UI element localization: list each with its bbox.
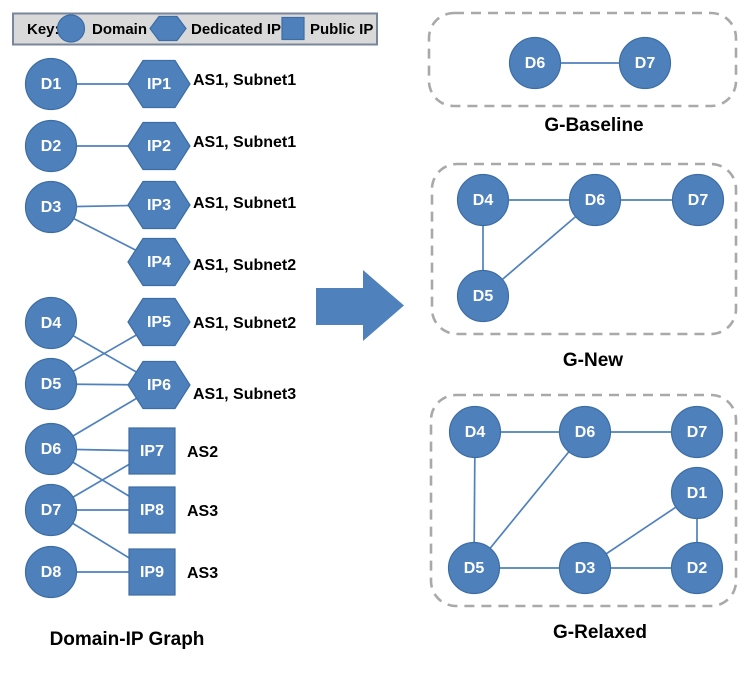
g-relaxed-node-d6 — [558, 405, 612, 459]
node-d6-label: D6 — [41, 441, 62, 458]
node-d8 — [24, 545, 78, 599]
node-d2-label: D2 — [41, 138, 62, 155]
g-new-node-d5-label: D5 — [473, 288, 494, 305]
g-baseline-box — [427, 11, 738, 108]
annotation-ip8: AS3 — [187, 503, 218, 520]
node-ip2-label: IP2 — [147, 138, 171, 155]
g-relaxed-node-d2 — [670, 541, 724, 595]
node-ip4 — [127, 237, 191, 287]
node-ip6 — [127, 360, 191, 410]
g-baseline-node-d6 — [508, 36, 562, 90]
node-ip7-label: IP7 — [140, 443, 164, 460]
node-ip1 — [127, 59, 191, 109]
node-ip3 — [127, 180, 191, 230]
legend-dedicated-ip-label: Dedicated IP — [191, 21, 281, 38]
g-relaxed-node-d6-label: D6 — [575, 424, 596, 441]
node-d4-label: D4 — [41, 315, 62, 332]
g-relaxed-graph: D4 D6 D7 D1 D5 D3 D2 G-Relaxed — [429, 393, 738, 643]
g-relaxed-box — [429, 393, 738, 608]
annotation-ip2: AS1, Subnet1 — [193, 134, 296, 151]
g-new-node-d6-label: D6 — [585, 192, 606, 209]
g-new-node-d4-label: D4 — [473, 192, 494, 209]
g-baseline-node-d6-label: D6 — [525, 55, 546, 72]
g-baseline-node-d7 — [618, 36, 672, 90]
node-d3 — [24, 180, 78, 234]
node-ip8 — [128, 486, 176, 534]
legend-public-ip-label: Public IP — [310, 21, 373, 38]
g-relaxed-node-d1-label: D1 — [687, 485, 708, 502]
node-ip5-label: IP5 — [147, 314, 171, 331]
annotation-ip5: AS1, Subnet2 — [193, 315, 296, 332]
node-ip5 — [127, 297, 191, 347]
annotation-ip7: AS2 — [187, 444, 218, 461]
node-ip4-label: IP4 — [147, 254, 171, 271]
g-new-node-d5 — [456, 269, 510, 323]
node-d4 — [24, 296, 78, 350]
node-ip1-label: IP1 — [147, 76, 171, 93]
g-new-node-d7-label: D7 — [688, 192, 709, 209]
g-relaxed-node-d4-label: D4 — [465, 424, 486, 441]
g-relaxed-node-d3 — [558, 541, 612, 595]
node-d3-label: D3 — [41, 199, 62, 216]
domain-icon — [56, 14, 86, 43]
node-d8-label: D8 — [41, 564, 62, 581]
g-new-node-d4 — [456, 173, 510, 227]
g-baseline-caption: G-Baseline — [544, 115, 643, 136]
node-d7-label: D7 — [41, 502, 62, 519]
legend: Key: Domain Dedicated IP Public IP — [12, 12, 378, 46]
g-new-node-d7 — [671, 173, 725, 227]
g-relaxed-node-d7-label: D7 — [687, 424, 708, 441]
node-ip9-label: IP9 — [140, 564, 164, 581]
g-new-node-d6 — [568, 173, 622, 227]
node-ip2 — [127, 121, 191, 171]
node-d1 — [24, 57, 78, 111]
dedicated-ip-icon — [149, 15, 187, 42]
g-new-box — [430, 162, 738, 336]
g-relaxed-node-d2-label: D2 — [687, 560, 708, 577]
node-ip9 — [128, 548, 176, 596]
g-new-graph: D4 D6 D7 D5 G-New — [430, 162, 738, 371]
node-ip3-label: IP3 — [147, 197, 171, 214]
g-relaxed-caption: G-Relaxed — [553, 622, 647, 643]
node-d5 — [24, 357, 78, 411]
annotation-ip4: AS1, Subnet2 — [193, 257, 296, 274]
annotation-ip3: AS1, Subnet1 — [193, 195, 296, 212]
g-new-caption: G-New — [563, 350, 623, 371]
g-baseline-graph: D6 D7 G-Baseline — [427, 11, 738, 136]
node-d6 — [24, 422, 78, 476]
domain-ip-graph: D1 D2 D3 D4 D5 D6 D7 D8 IP1 IP2 IP3 IP4 … — [24, 57, 296, 650]
g-relaxed-node-d4 — [448, 405, 502, 459]
g-relaxed-node-d3-label: D3 — [575, 560, 596, 577]
transform-arrow-icon — [316, 270, 404, 341]
node-d1-label: D1 — [41, 76, 62, 93]
node-d5-label: D5 — [41, 376, 62, 393]
g-relaxed-node-d5-label: D5 — [464, 560, 485, 577]
node-ip7 — [128, 427, 176, 475]
g-relaxed-node-d1 — [670, 466, 724, 520]
edge-d5-d6 — [473, 431, 586, 569]
annotation-ip1: AS1, Subnet1 — [193, 72, 296, 89]
node-d2 — [24, 119, 78, 173]
g-relaxed-node-d5 — [447, 541, 501, 595]
legend-title: Key: — [27, 21, 60, 38]
domain-ip-graph-caption: Domain-IP Graph — [50, 629, 205, 650]
node-ip8-label: IP8 — [140, 502, 164, 519]
node-ip6-label: IP6 — [147, 377, 171, 394]
g-relaxed-node-d7 — [670, 405, 724, 459]
legend-domain-label: Domain — [92, 21, 147, 38]
node-d7 — [24, 483, 78, 537]
annotation-ip9: AS3 — [187, 565, 218, 582]
annotation-ip6: AS1, Subnet3 — [193, 386, 296, 403]
public-ip-icon — [281, 16, 305, 41]
g-baseline-node-d7-label: D7 — [635, 55, 656, 72]
